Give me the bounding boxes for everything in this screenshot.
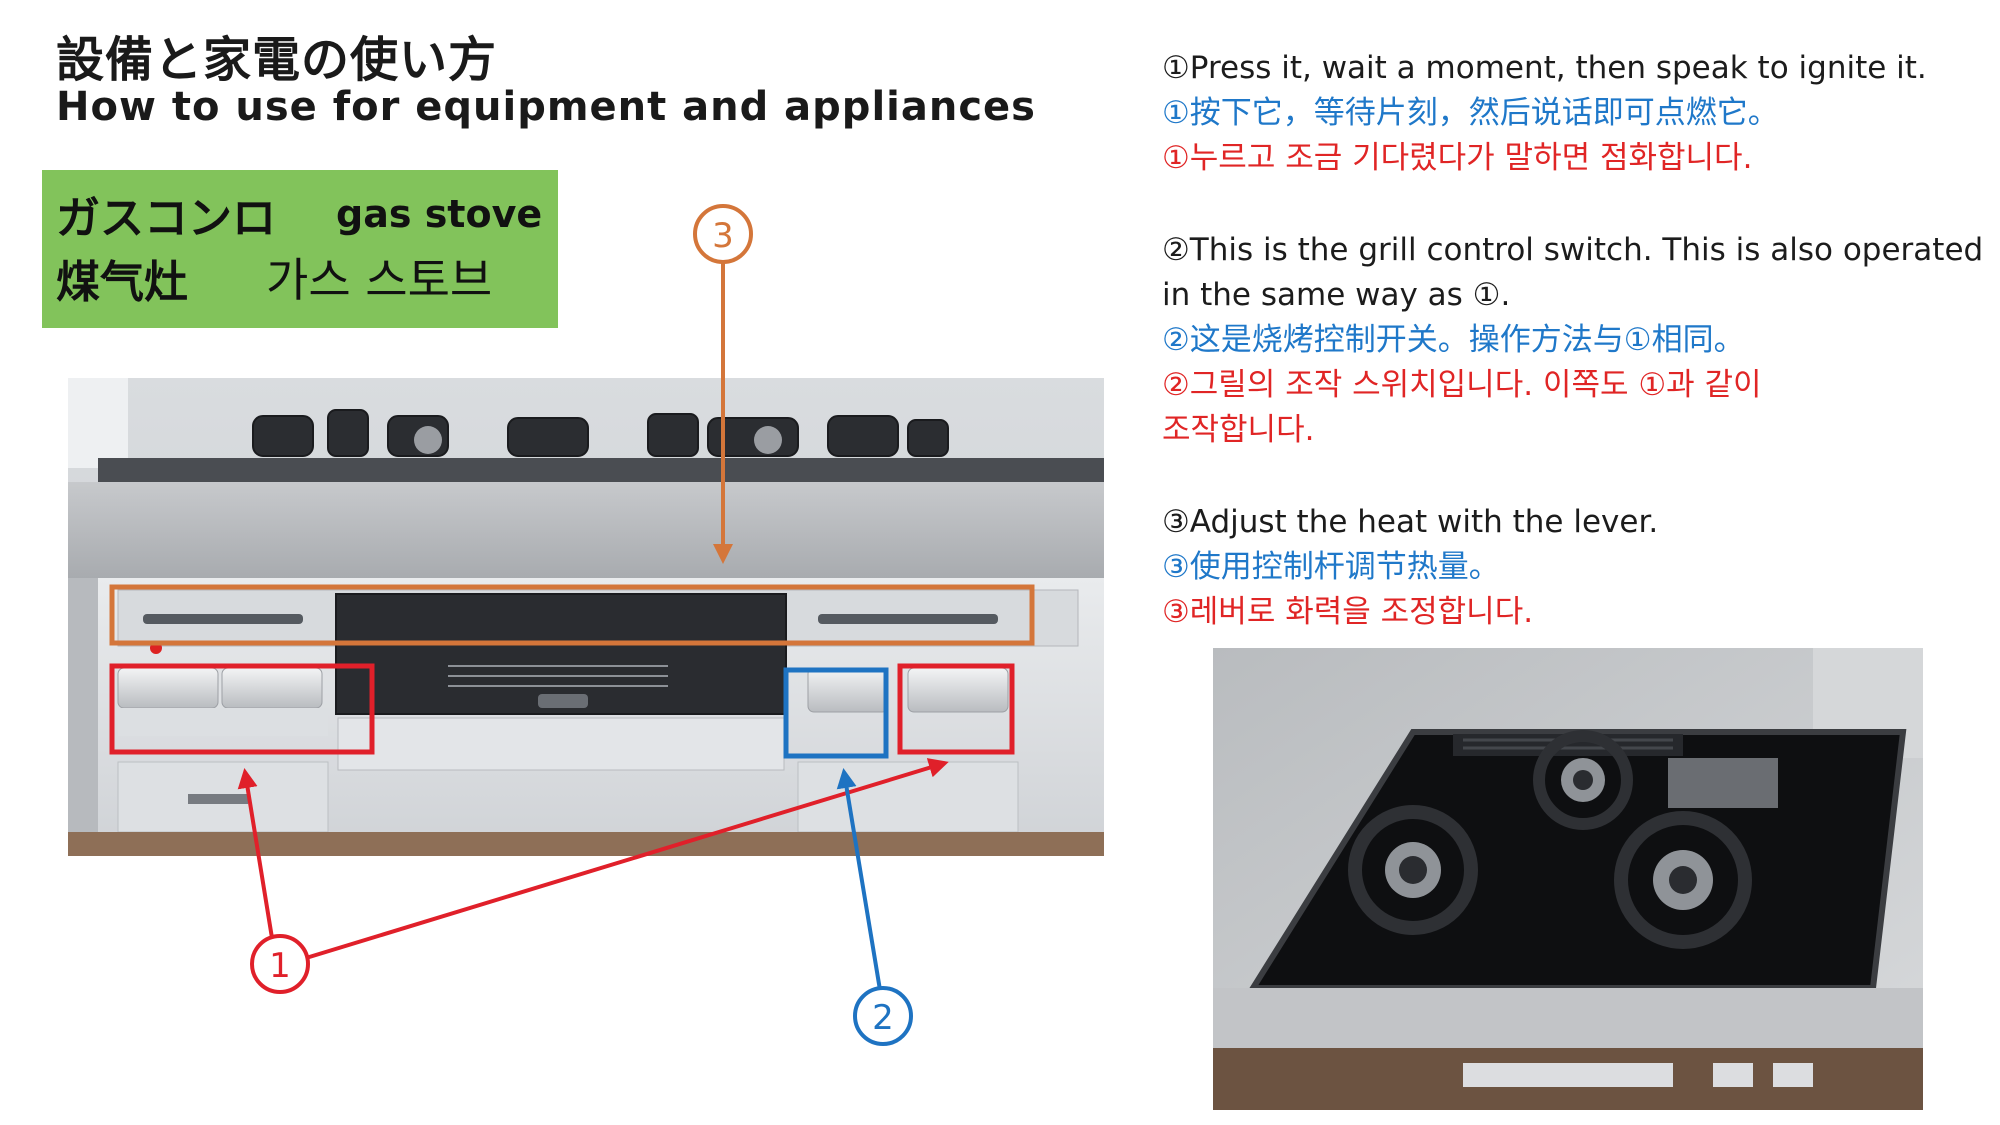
step1-chinese: ①按下它，等待片刻，然后说话即可点燃它。 [1162, 95, 1779, 131]
step2-korean-line2: 조작합니다. [1162, 412, 1315, 448]
step1-korean: ①누르고 조금 기다렸다가 말하면 점화합니다. [1162, 140, 1753, 176]
cooktop-photo [1213, 648, 1923, 1110]
step1-english: ①Press it, wait a moment, then speak to … [1162, 50, 1927, 86]
callout-number-2: 2 [872, 998, 894, 1038]
callout-circle-1: 1 [250, 934, 310, 994]
page-title-japanese: 設備と家電の使い方 [56, 32, 498, 88]
cooktop-illustration [1213, 648, 1923, 1110]
page-title-english: How to use for equipment and appliances [56, 84, 1036, 130]
step2-english-line2: in the same way as ①. [1162, 277, 1511, 313]
appliance-label-box: ガスコンロ gas stove 煤气灶 가스 스토브 [42, 170, 558, 328]
step2-english-line1: ②This is the grill control switch. This … [1162, 232, 1984, 268]
stove-front-photo [68, 378, 1104, 856]
label-japanese: ガスコンロ [56, 193, 276, 244]
label-korean: 가스 스토브 [266, 253, 493, 307]
callout-number-1: 1 [269, 946, 291, 986]
callout-circle-2: 2 [853, 986, 913, 1046]
callout-circle-3: 3 [693, 204, 753, 264]
instruction-step-3: ③Adjust the heat with the lever. ③使用控制杆调… [1162, 500, 1962, 635]
step3-english: ③Adjust the heat with the lever. [1162, 504, 1659, 540]
step3-korean: ③레버로 화력을 조정합니다. [1162, 594, 1534, 630]
step3-chinese: ③使用控制杆调节热量。 [1162, 549, 1500, 585]
callout-number-3: 3 [712, 216, 734, 256]
stove-front-illustration [68, 378, 1104, 856]
step2-chinese: ②这是烧烤控制开关。操作方法与①相同。 [1162, 322, 1745, 358]
step2-korean-line1: ②그릴의 조작 스위치입니다. 이쪽도 ①과 같이 [1162, 367, 1762, 403]
instruction-step-2: ②This is the grill control switch. This … [1162, 228, 1984, 453]
instruction-step-1: ①Press it, wait a moment, then speak to … [1162, 46, 1962, 181]
label-chinese: 煤气灶 [56, 257, 188, 308]
label-english: gas stove [336, 192, 543, 236]
